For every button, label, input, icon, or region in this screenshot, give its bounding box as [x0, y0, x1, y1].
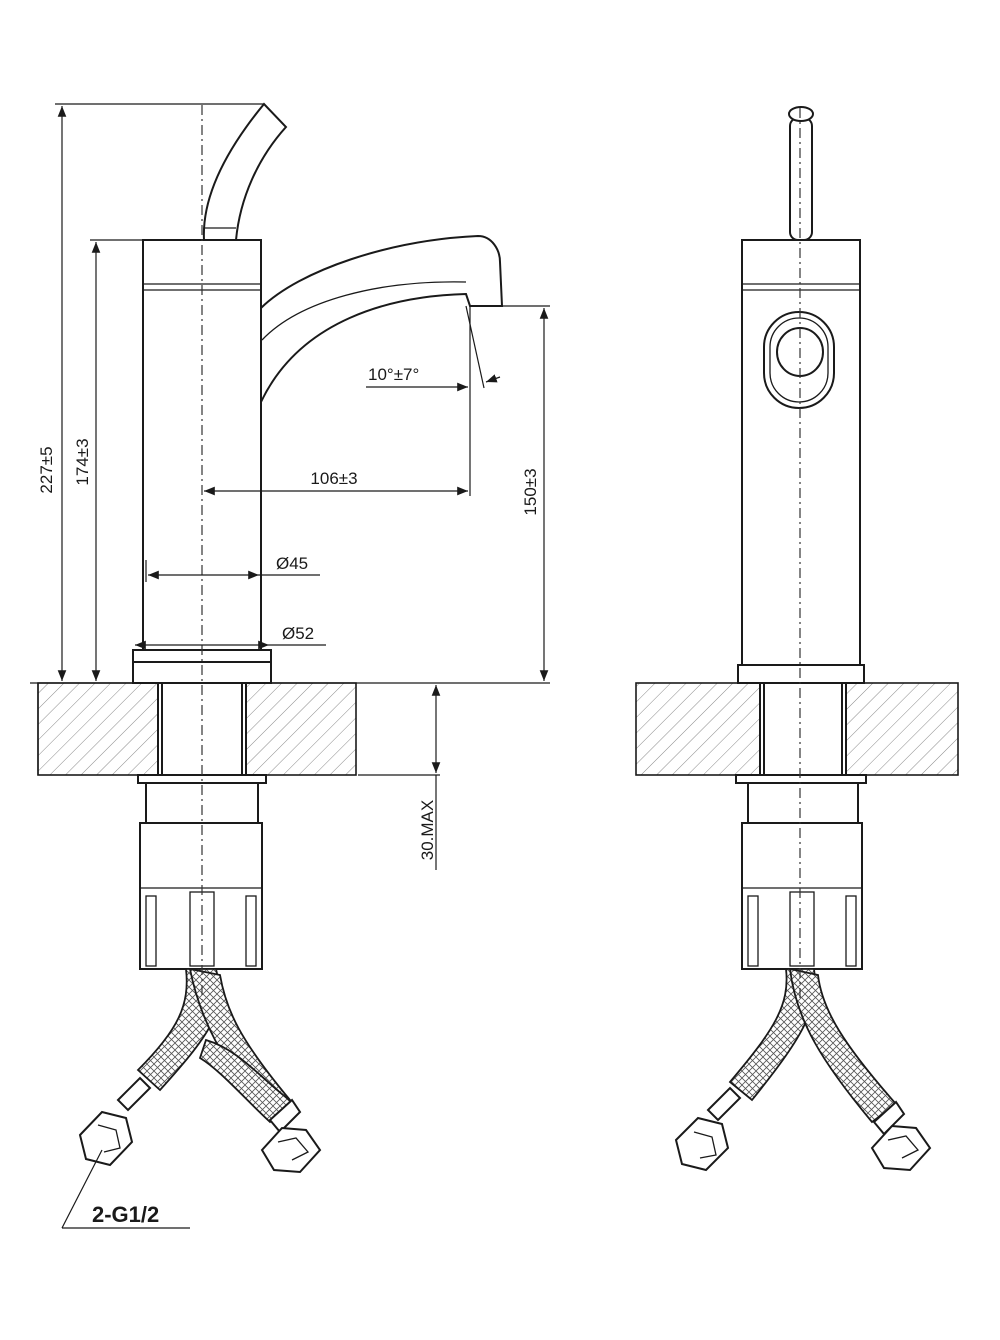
- front-view: [635, 106, 959, 1172]
- supply-hoses-right: [674, 967, 932, 1172]
- dimension-spout-height: 150±3: [521, 308, 549, 681]
- dim-label-spout-angle: 10°±7°: [368, 365, 419, 384]
- dimension-spout-reach: 106±3: [204, 469, 468, 496]
- dim-label-total-height: 227±5: [37, 446, 56, 493]
- fitting-right-icon: [260, 1098, 322, 1174]
- side-view: 227±5 174±3 150±3 106±3 10°±7° Ø45: [30, 102, 550, 1229]
- dim-label-body-diameter: Ø45: [276, 554, 308, 573]
- dim-label-spout-reach: 106±3: [310, 469, 357, 488]
- dimension-spout-angle: 10°±7°: [366, 365, 501, 392]
- fitting-front-left-icon: [674, 1086, 742, 1172]
- spout: [260, 234, 504, 403]
- dim-label-spout-height: 150±3: [521, 468, 540, 515]
- dimension-base-diameter: Ø52: [135, 624, 326, 650]
- dimension-body-diameter: Ø45: [148, 554, 320, 580]
- fitting-left-icon: [78, 1076, 152, 1167]
- lever-handle-front: [788, 106, 814, 241]
- supply-hoses-left: [78, 967, 322, 1174]
- lever-handle: [202, 102, 288, 241]
- dim-label-counter-thickness: 30.MAX: [418, 800, 437, 860]
- faucet-body-front: [741, 239, 861, 666]
- dimension-counter-thickness: 30.MAX: [418, 685, 441, 870]
- spout-outlet-icon: [763, 311, 835, 409]
- shank-and-nut: [139, 782, 263, 970]
- connection-callout: 2-G1/2: [61, 1149, 190, 1229]
- dimension-body-height: 174±3: [73, 242, 101, 681]
- countertop-section-left: [37, 682, 357, 776]
- dim-label-body-height: 174±3: [73, 438, 92, 485]
- dimension-total-height: 227±5: [37, 106, 67, 681]
- countertop-section-right: [635, 682, 959, 776]
- fitting-front-right-icon: [870, 1100, 932, 1172]
- connection-label: 2-G1/2: [92, 1202, 159, 1227]
- dim-label-base-diameter: Ø52: [282, 624, 314, 643]
